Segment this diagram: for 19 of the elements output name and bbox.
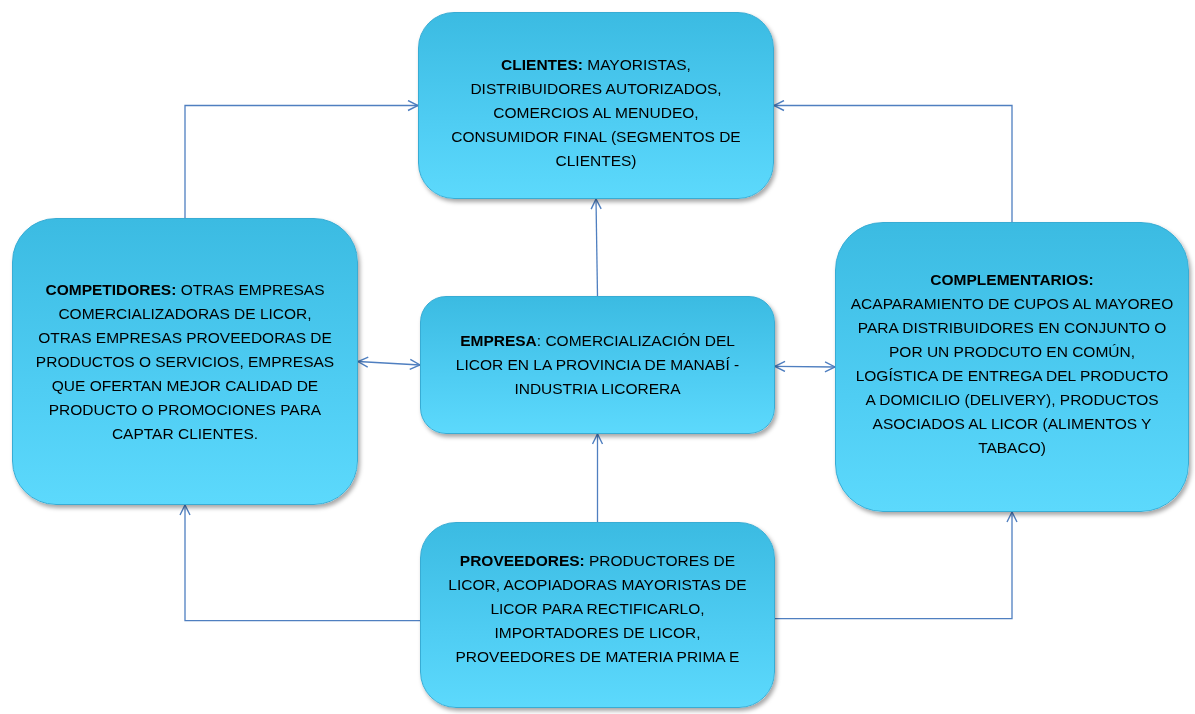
box-heading: COMPLEMENTARIOS: bbox=[930, 270, 1094, 290]
rounded-box bbox=[420, 296, 775, 434]
rounded-box bbox=[835, 222, 1189, 512]
rounded-box bbox=[12, 218, 358, 505]
arrow bbox=[184, 99, 419, 219]
arrow bbox=[590, 198, 602, 297]
box-text: EMPRESA: COMERCIALIZACIÓN DEL LICOR EN LA PROVINCIA DE MANABÍ - INDUSTRIA LICORERA bbox=[454, 331, 741, 399]
box-text: PROVEEDORES: PRODUCTORES DE LICOR, ACOPIADORAS MAYORISTAS DE LICOR PARA RECTIFICARLO, IMPORTADORES DE LICOR, PROVEEDORES DE MATERIA PRIMA E bbox=[447, 551, 748, 667]
rounded-box bbox=[418, 12, 774, 199]
rounded-box bbox=[420, 522, 775, 708]
box-text: ACAPARAMIENTO DE CUPOS AL MAYOREO PARA DISTRIBUIDORES EN CONJUNTO O POR UN PRODCUTO EN COMÚN, LOGÍSTICA DE ENTREGA DEL PRODUCTO A DOMICILIO (DELIVERY), PRODUCTOS ASOCIADOS AL LICOR (ALIMENTOS Y TABACO) bbox=[850, 294, 1174, 458]
arrow bbox=[773, 99, 1013, 223]
arrow bbox=[774, 360, 836, 373]
box-text: COMPETIDORES: OTRAS EMPRESAS COMERCIALIZADORAS DE LICOR, OTRAS EMPRESAS PROVEEDORAS DE PRODUCTOS O SERVICIOS, EMPRESAS QUE OFERTAN MEJOR CALIDAD DE PRODUCTO O PROMOCIONES PARA CAPTAR CLIENTES. bbox=[35, 279, 335, 444]
arrow bbox=[357, 356, 421, 371]
arrow bbox=[591, 433, 604, 523]
arrow bbox=[179, 504, 421, 622]
box-text: CLIENTES: MAYORISTAS, DISTRIBUIDORES AUTORIZADOS, COMERCIOS AL MENUDEO, CONSUMIDOR FINAL (SEGMENTOS DE CLIENTES) bbox=[450, 54, 742, 171]
arrow bbox=[774, 511, 1018, 620]
